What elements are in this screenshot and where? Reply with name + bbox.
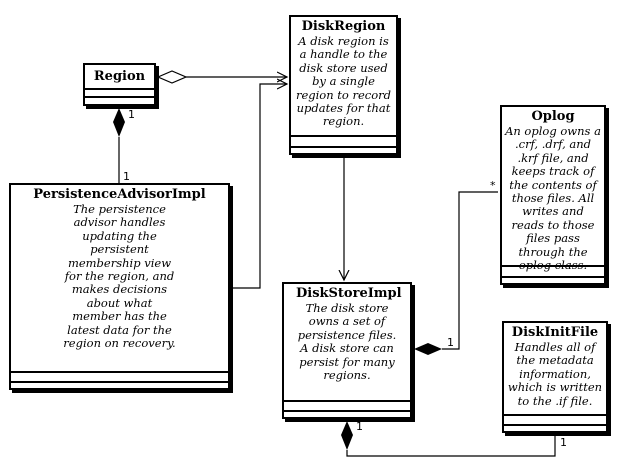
aggregation-diamond-icon — [156, 70, 188, 84]
edge-region-to-diskregion — [156, 70, 287, 84]
edge-advisor-to-diskregion — [230, 84, 287, 289]
attributes-compartment — [11, 371, 228, 381]
edge-diskstore-to-initfile — [341, 421, 556, 457]
multiplicity-store-oplog-source: 1 — [447, 336, 454, 349]
operations-compartment — [291, 146, 396, 155]
operations-compartment — [502, 276, 604, 285]
class-name: Region — [93, 69, 146, 84]
multiplicity-store-oplog-target: * — [490, 179, 496, 192]
operations-compartment — [284, 410, 410, 419]
class-name: PersistenceAdvisorImpl — [33, 187, 206, 202]
operations-compartment — [11, 381, 228, 390]
class-name: DiskRegion — [301, 19, 386, 34]
class-name: DiskInitFile — [511, 325, 599, 340]
attributes-compartment — [502, 265, 604, 276]
class-name: Oplog — [531, 109, 575, 124]
multiplicity-region-advisor-target: 1 — [123, 170, 130, 183]
class-description: A disk region is a handle to the disk st… — [295, 34, 392, 129]
multiplicity-store-initfile-target: 1 — [560, 436, 567, 449]
operations-compartment — [85, 96, 154, 104]
class-name: DiskStoreImpl — [296, 286, 402, 301]
attributes-compartment — [85, 88, 154, 96]
attributes-compartment — [504, 414, 606, 424]
class-description: The disk store owns a set of persistence… — [297, 301, 397, 383]
composition-diamond-icon — [341, 421, 353, 450]
class-oplog[interactable]: Oplog An oplog owns a .crf, .drf, and .k… — [500, 105, 606, 285]
operations-compartment — [504, 424, 606, 433]
class-description: The persistence advisor handles updating… — [63, 202, 176, 351]
edge-region-to-advisor — [113, 108, 125, 183]
class-description: An oplog owns a .crf, .drf, and .krf fil… — [505, 124, 601, 273]
composition-diamond-icon — [113, 108, 125, 137]
attributes-compartment — [291, 135, 396, 146]
composition-diamond-icon — [414, 343, 442, 355]
attributes-compartment — [284, 400, 410, 410]
edge-diskstore-to-oplog — [414, 191, 498, 355]
class-disk-region[interactable]: DiskRegion A disk region is a handle to … — [289, 15, 398, 155]
multiplicity-region-advisor-source: 1 — [128, 108, 135, 121]
class-disk-init-file[interactable]: DiskInitFile Handles all of the metadata… — [502, 321, 608, 433]
class-description: Handles all of the metadata information,… — [507, 340, 603, 408]
multiplicity-store-initfile-source: 1 — [356, 420, 363, 433]
class-persistence-advisor-impl[interactable]: PersistenceAdvisorImpl The persistence a… — [9, 183, 230, 390]
class-region[interactable]: Region — [83, 63, 156, 106]
class-disk-store-impl[interactable]: DiskStoreImpl The disk store owns a set … — [282, 282, 412, 419]
